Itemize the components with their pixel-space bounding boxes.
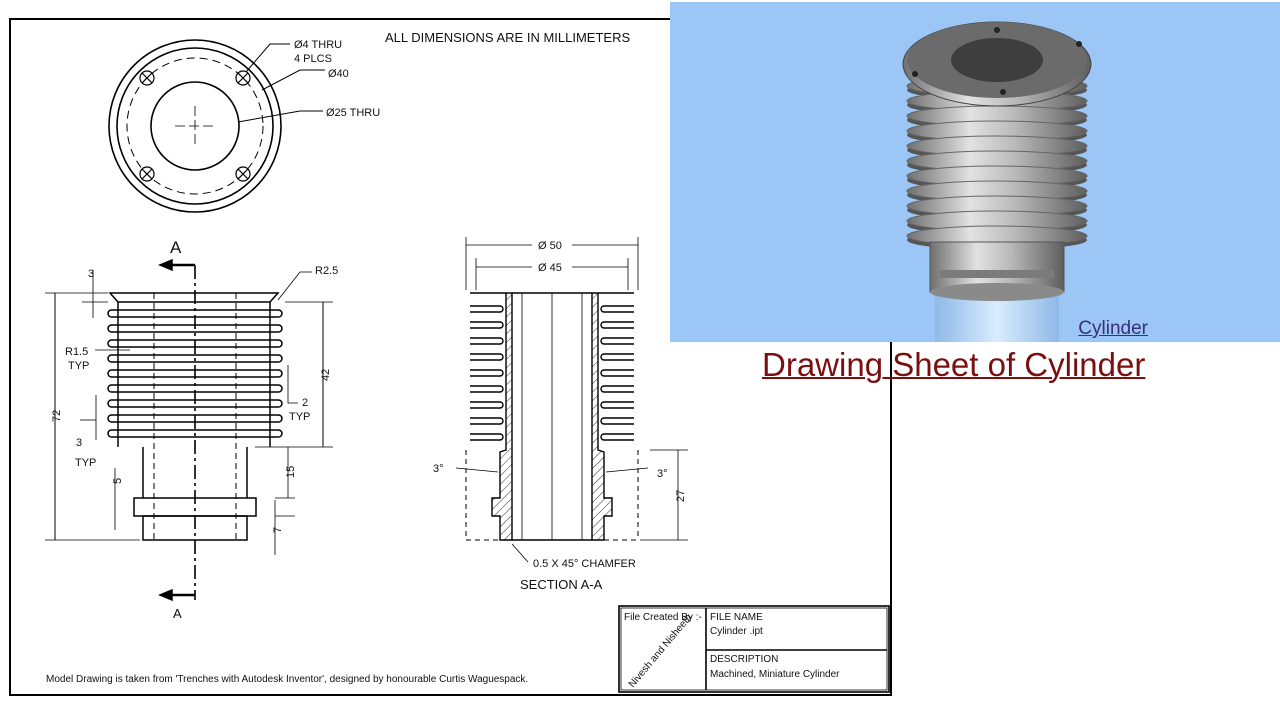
section-title: SECTION A-A	[520, 577, 603, 592]
dim-d45: Ø 45	[538, 262, 562, 274]
section-fin-groove	[600, 353, 634, 361]
hole-callout: Ø4 THRU	[294, 39, 342, 51]
angle-right: 3°	[657, 468, 668, 480]
sheet-title: Drawing Sheet of Cylinder	[762, 346, 1146, 383]
cooling-fin	[107, 354, 283, 363]
section-letter-top: A	[170, 238, 182, 257]
dim-r1-5: R1.5	[65, 346, 88, 358]
section-fin-groove	[600, 385, 634, 393]
bolt-hole	[139, 70, 251, 182]
dim-typ-3: TYP	[75, 457, 96, 469]
dim-2: 2	[302, 397, 308, 409]
section-fin-groove	[470, 321, 504, 329]
dim-5: 5	[112, 478, 124, 484]
dim-3-fin: 3	[76, 437, 82, 449]
file-name: Cylinder .ipt	[710, 626, 763, 637]
angle-left: 3°	[433, 463, 444, 475]
section-fin-groove	[600, 433, 634, 441]
title-block	[618, 605, 890, 693]
created-by-label: File Created By :-	[624, 612, 702, 623]
dim-27: 27	[675, 490, 687, 502]
file-name-label: FILE NAME	[710, 612, 763, 623]
dim-15: 15	[285, 466, 297, 478]
dim-72: 72	[51, 410, 63, 422]
dim-3-top: 3	[88, 268, 94, 280]
section-fin-groove	[470, 433, 504, 441]
render-caption: Cylinder	[1078, 318, 1148, 339]
section-fin-groove	[600, 321, 634, 329]
dim-7: 7	[272, 527, 284, 533]
section-fin-groove	[470, 369, 504, 377]
section-fin-groove	[600, 369, 634, 377]
authors: Nivesh and Nisheeth	[627, 612, 695, 690]
dim-42: 42	[320, 369, 332, 381]
section-fin-groove	[470, 353, 504, 361]
section-fin-groove	[600, 401, 634, 409]
section-fin-groove	[470, 385, 504, 393]
sheet-border	[9, 18, 892, 696]
section-fin-groove	[470, 337, 504, 345]
section-fin-groove	[600, 417, 634, 425]
front-view	[45, 258, 333, 602]
top-view	[108, 39, 325, 213]
units-note: ALL DIMENSIONS ARE IN MILLIMETERS	[385, 30, 630, 45]
section-letter-bottom: A	[173, 606, 182, 621]
section-fin-groove	[470, 417, 504, 425]
dim-r2-5: R2.5	[315, 265, 338, 277]
hole-count: 4 PLCS	[294, 53, 332, 65]
chamfer-callout: 0.5 X 45° CHAMFER	[533, 558, 636, 570]
section-fin-groove	[600, 305, 634, 313]
section-view	[455, 237, 688, 563]
section-fin-groove	[600, 337, 634, 345]
bolt-circle-dim: Ø40	[328, 68, 349, 80]
description-label: DESCRIPTION	[710, 654, 778, 665]
cylinder-render	[902, 21, 1092, 342]
cooling-fin	[107, 429, 283, 438]
section-fin-groove	[470, 401, 504, 409]
dim-typ-1: TYP	[68, 360, 89, 372]
bore-dim: Ø25 THRU	[326, 107, 380, 119]
dim-d50: Ø 50	[538, 240, 562, 252]
description: Machined, Miniature Cylinder	[710, 669, 840, 680]
dim-typ-2: TYP	[289, 411, 310, 423]
cylinder-render-panel: Cylinder	[670, 2, 1280, 342]
section-fin-groove	[470, 305, 504, 313]
footer-note: Model Drawing is taken from 'Trenches wi…	[46, 674, 528, 685]
